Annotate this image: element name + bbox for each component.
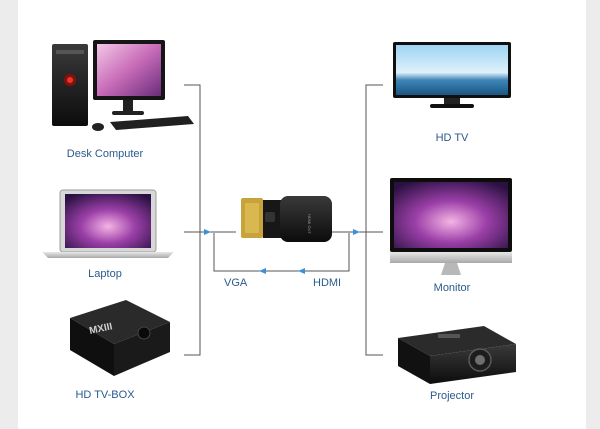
arrow-markers bbox=[204, 229, 360, 274]
arrow-left-icon bbox=[259, 268, 266, 274]
source-bracket bbox=[184, 84, 201, 356]
tv-box-brand-text: MXIII bbox=[88, 321, 113, 337]
output-label-projector: Projector bbox=[429, 390, 475, 402]
source-label-desk-computer: Desk Computer bbox=[66, 148, 144, 160]
monitor-image bbox=[390, 178, 512, 275]
laptop-image bbox=[42, 189, 174, 258]
connection-diagram: MXIII HDMI OUT Desk Computer Laptop HD T… bbox=[18, 0, 586, 429]
arrow-right-icon bbox=[353, 229, 360, 235]
hd-tv-image bbox=[393, 42, 511, 108]
diagram-canvas: MXIII HDMI OUT bbox=[42, 40, 516, 384]
output-label-monitor: Monitor bbox=[433, 282, 471, 294]
adapter-loop-line bbox=[213, 233, 350, 272]
projector-image bbox=[398, 326, 516, 384]
arrow-right-icon bbox=[204, 229, 211, 235]
connector-lines bbox=[184, 84, 383, 356]
hdmi-label: HDMI bbox=[313, 277, 342, 289]
vga-hdmi-adapter-image: HDMI OUT bbox=[241, 196, 332, 242]
adapter-body-text: HDMI OUT bbox=[307, 214, 312, 234]
tv-box-image: MXIII bbox=[70, 300, 170, 376]
output-bracket bbox=[365, 84, 383, 356]
desk-computer-image bbox=[52, 40, 194, 131]
source-label-laptop: Laptop bbox=[88, 268, 122, 280]
vga-label: VGA bbox=[224, 277, 248, 289]
output-label-hd-tv: HD TV bbox=[435, 132, 469, 144]
arrow-left-icon bbox=[298, 268, 305, 274]
source-label-tv-box: HD TV-BOX bbox=[75, 389, 135, 401]
